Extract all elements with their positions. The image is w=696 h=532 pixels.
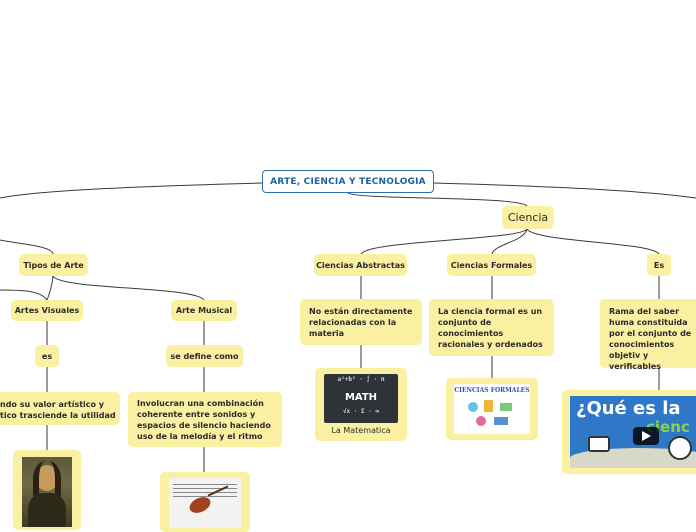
node-tipos-de-arte[interactable]: Tipos de Arte xyxy=(19,254,88,276)
math-board-text: MATH xyxy=(344,392,378,403)
node-abstractas-description[interactable]: No están directamente relacionadas con l… xyxy=(300,299,422,345)
node-es-visual[interactable]: es xyxy=(35,345,59,367)
node-ciencias-formales[interactable]: Ciencias Formales xyxy=(447,254,536,276)
video-que-es-la-ciencia-card[interactable]: ¿Qué es la cienc xyxy=(562,390,696,474)
node-visual-description[interactable]: ndo su valor artístico y tico trasciende… xyxy=(0,392,120,425)
central-topic[interactable]: ARTE, CIENCIA Y TECNOLOGIA xyxy=(262,170,434,193)
node-musical-description[interactable]: Involucran una combinación coherente ent… xyxy=(128,392,282,447)
play-icon xyxy=(642,431,651,441)
video-title-line1: ¿Qué es la xyxy=(576,398,681,419)
node-arte-musical[interactable]: Arte Musical xyxy=(171,300,237,321)
ciencias-formales-image: CIENCIAS FORMALES xyxy=(454,384,530,434)
node-es[interactable]: Es xyxy=(647,254,671,276)
violin-image xyxy=(169,478,241,528)
matematica-caption: La Matematica xyxy=(331,426,391,435)
math-board-image: a²+b² · ∫ · π MATH √x · Σ · ∞ xyxy=(324,374,398,423)
node-formales-description[interactable]: La ciencia formal es un conjunto de cono… xyxy=(429,299,554,356)
connector-lines xyxy=(0,182,696,472)
ciencias-formales-image-text: CIENCIAS FORMALES xyxy=(454,387,530,394)
video-thumbnail[interactable]: ¿Qué es la cienc xyxy=(570,396,696,468)
node-ciencia[interactable]: Ciencia xyxy=(502,206,554,229)
image-ciencias-formales-card[interactable]: CIENCIAS FORMALES xyxy=(446,378,538,440)
mona-lisa-image xyxy=(22,457,72,527)
play-button[interactable] xyxy=(633,427,659,445)
image-violin-card[interactable] xyxy=(160,472,250,532)
image-matematica-card[interactable]: a²+b² · ∫ · π MATH √x · Σ · ∞ La Matemat… xyxy=(315,368,407,441)
node-es-description[interactable]: Rama del saber huma constituida por el c… xyxy=(600,299,696,371)
node-se-define-como[interactable]: se define como xyxy=(166,345,243,367)
image-mona-lisa-card[interactable] xyxy=(13,450,81,530)
node-artes-visuales[interactable]: Artes Visuales xyxy=(11,300,83,321)
node-ciencias-abstractas[interactable]: Ciencias Abstractas xyxy=(314,254,407,276)
